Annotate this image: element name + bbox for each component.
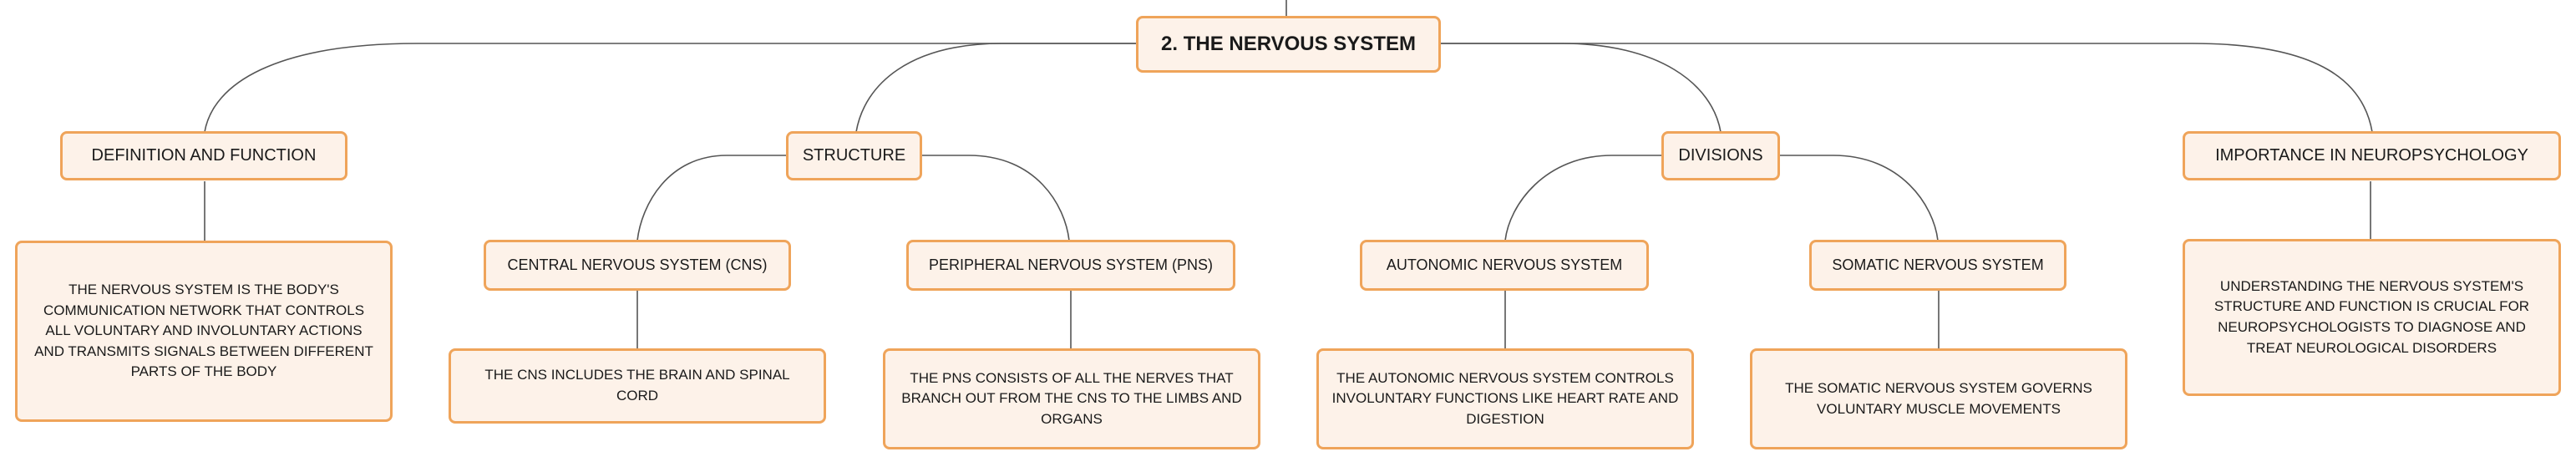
root-topic[interactable]: 2. THE NERVOUS SYSTEM — [1136, 16, 1441, 73]
link-structure-pns — [921, 155, 1070, 241]
detail-somatic[interactable]: THE SOMATIC NERVOUS SYSTEM GOVERNS VOLUN… — [1750, 348, 2127, 449]
topic-definition-and-function[interactable]: DEFINITION AND FUNCTION — [60, 131, 347, 180]
link-root-divisions — [1441, 43, 1722, 133]
topic-importance-in-neuropsychology[interactable]: IMPORTANCE IN NEUROPSYCHOLOGY — [2183, 131, 2561, 180]
topic-structure[interactable]: STRUCTURE — [786, 131, 922, 180]
detail-pns[interactable]: THE PNS CONSISTS OF ALL THE NERVES THAT … — [883, 348, 1260, 449]
detail-autonomic[interactable]: THE AUTONOMIC NERVOUS SYSTEM CONTROLS IN… — [1316, 348, 1694, 449]
detail-importance[interactable]: UNDERSTANDING THE NERVOUS SYSTEM'S STRUC… — [2183, 239, 2561, 396]
link-divisions-somatic — [1779, 155, 1939, 241]
topic-divisions[interactable]: DIVISIONS — [1661, 131, 1780, 180]
link-structure-cns — [636, 155, 787, 241]
topic-peripheral-nervous-system[interactable]: PERIPHERAL NERVOUS SYSTEM (PNS) — [906, 240, 1235, 291]
topic-central-nervous-system[interactable]: CENTRAL NERVOUS SYSTEM (CNS) — [484, 240, 791, 291]
link-root-importance — [1441, 43, 2373, 133]
link-root-definition — [204, 43, 1138, 133]
topic-autonomic-nervous-system[interactable]: AUTONOMIC NERVOUS SYSTEM — [1360, 240, 1649, 291]
link-divisions-autonomic — [1504, 155, 1662, 241]
link-root-structure — [855, 43, 1138, 133]
topic-somatic-nervous-system[interactable]: SOMATIC NERVOUS SYSTEM — [1809, 240, 2066, 291]
detail-cns[interactable]: THE CNS INCLUDES THE BRAIN AND SPINAL CO… — [449, 348, 826, 424]
detail-definition[interactable]: THE NERVOUS SYSTEM IS THE BODY'S COMMUNI… — [15, 241, 393, 422]
